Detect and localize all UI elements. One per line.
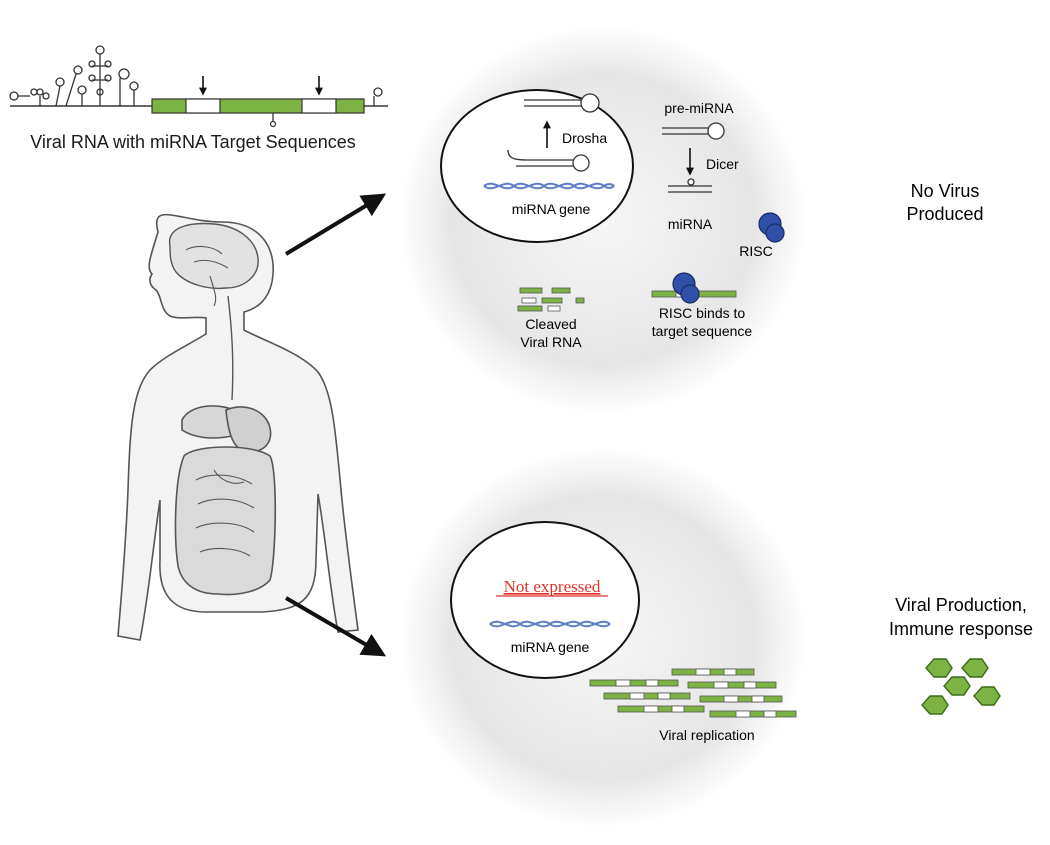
- virus-particle-icon: [943, 676, 971, 696]
- arrow-to-top-cell: [284, 193, 387, 256]
- outcome-no-virus-line1: No Virus: [911, 181, 980, 201]
- risc-label: RISC: [739, 243, 772, 259]
- risc-complex-icon: [758, 212, 785, 243]
- mirna-gene-dna-top: [483, 182, 615, 190]
- dicer-label: Dicer: [706, 156, 739, 172]
- mirna-target-site-1: [185, 98, 221, 114]
- outcome-no-virus-line2: Produced: [906, 204, 983, 224]
- virus-particle-icon: [925, 658, 953, 678]
- mirna-gene-label-bottom: miRNA gene: [511, 639, 590, 655]
- pre-mirna-hairpin-nucleus: [524, 93, 600, 113]
- bottom-nucleus: [450, 521, 640, 679]
- risc-bound-rna: [651, 272, 737, 304]
- mature-mirna: [668, 178, 712, 193]
- cleaved-label-line2: Viral RNA: [520, 334, 582, 350]
- drosha-label: Drosha: [562, 130, 607, 146]
- mirna-gene-label-top: miRNA gene: [512, 201, 591, 217]
- viral-rna-strand: [9, 45, 388, 128]
- viral-replication-label: Viral replication: [659, 727, 754, 743]
- mirna-target-site-2: [301, 98, 337, 114]
- mirna-label: miRNA: [668, 216, 713, 232]
- outcome-viral-production-line1: Viral Production,: [895, 595, 1027, 615]
- outcome-viral-production-line2: Immune response: [889, 619, 1033, 639]
- not-expressed-label: Not expressed: [504, 577, 601, 596]
- arrow-to-bottom-cell: [284, 596, 387, 657]
- pre-mirna-label: pre-miRNA: [664, 100, 734, 116]
- virus-particles: [921, 658, 1001, 715]
- stem-loop-structures: [9, 45, 383, 107]
- viral-rna-caption: Viral RNA with miRNA Target Sequences: [30, 132, 356, 152]
- risc-binds-line2: target sequence: [652, 323, 753, 339]
- pre-mirna-hairpin-cytoplasm: [662, 122, 725, 140]
- virus-particle-icon: [921, 695, 949, 715]
- human-body-illustration: [117, 213, 359, 641]
- risc-binds-line1: RISC binds to: [659, 305, 746, 321]
- mirna-gene-dna-bottom: [489, 620, 611, 628]
- cleaved-label-line1: Cleaved: [525, 316, 576, 332]
- virus-particle-icon: [961, 658, 989, 678]
- pri-mirna: [507, 149, 590, 172]
- viral-replication-strands: [589, 668, 797, 718]
- target-region: [151, 98, 365, 128]
- virus-particle-icon: [973, 686, 1001, 706]
- cleaved-rna-fragments: [517, 287, 585, 312]
